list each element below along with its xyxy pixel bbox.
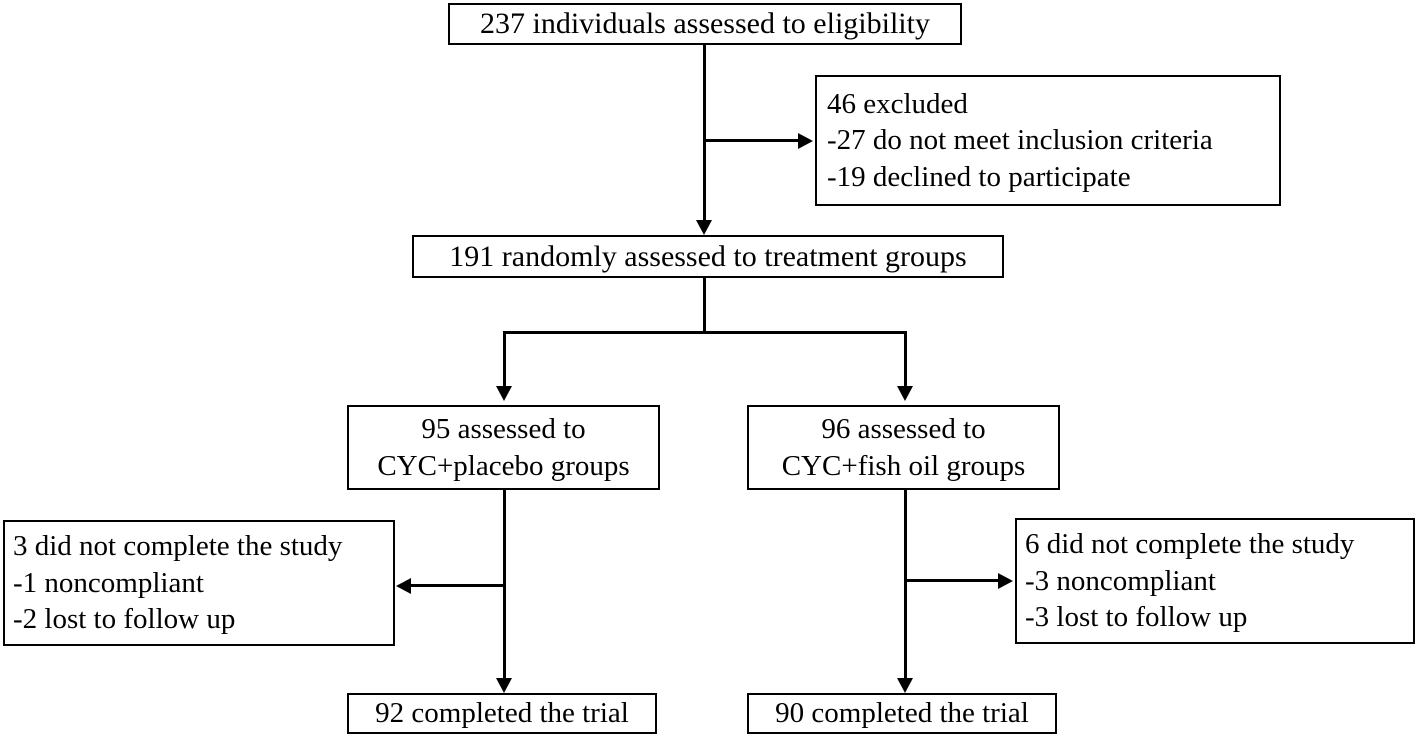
node-dropout-fish-oil-line-2: -3 noncompliant: [1025, 564, 1216, 597]
node-completed-placebo-line-1: 92 completed the trial: [375, 697, 629, 730]
connector-screened-to-randomized: [703, 45, 706, 225]
node-arm-placebo: 95 assessed to CYC+placebo groups: [347, 405, 660, 490]
arrowhead-to-arm-left: [496, 386, 512, 401]
connector-split-bar: [503, 331, 907, 334]
node-dropout-placebo-line-3: -2 lost to follow up: [13, 603, 236, 636]
node-arm-fish-oil-line-1: 96 assessed to: [821, 412, 986, 445]
connector-arm-right-to-dropout: [904, 579, 1000, 582]
node-arm-fish-oil-line-2: CYC+fish oil groups: [781, 449, 1026, 482]
node-dropout-placebo-line-1: 3 did not complete the study: [13, 530, 343, 563]
node-dropout-fish-oil-line-3: -3 lost to follow up: [1025, 601, 1248, 634]
arrowhead-to-randomized: [696, 220, 712, 235]
node-dropout-placebo-line-2: -1 noncompliant: [13, 566, 204, 599]
node-excluded: 46 excluded -27 do not meet inclusion cr…: [815, 75, 1281, 206]
arrowhead-to-dropout-right: [998, 573, 1013, 589]
arrowhead-to-completed-left: [496, 678, 512, 693]
node-excluded-line-3: -19 declined to participate: [827, 160, 1131, 193]
node-dropout-fish-oil: 6 did not complete the study -3 noncompl…: [1015, 518, 1415, 644]
node-arm-placebo-line-2: CYC+placebo groups: [377, 449, 630, 482]
node-randomized-line-1: 191 randomly assessed to treatment group…: [449, 239, 967, 273]
connector-arm-right-to-completed: [904, 490, 907, 688]
arrowhead-to-completed-right: [897, 678, 913, 693]
node-dropout-placebo: 3 did not complete the study -1 noncompl…: [3, 520, 395, 646]
arrowhead-to-arm-right: [897, 386, 913, 401]
node-completed-fish-oil: 90 completed the trial: [747, 693, 1057, 734]
connector-split-to-arm-left: [503, 331, 506, 389]
node-completed-fish-oil-line-1: 90 completed the trial: [775, 697, 1029, 730]
connector-randomized-to-split: [703, 278, 706, 334]
node-dropout-fish-oil-line-1: 6 did not complete the study: [1025, 528, 1355, 561]
node-arm-fish-oil: 96 assessed to CYC+fish oil groups: [747, 405, 1060, 490]
arrowhead-to-excluded: [798, 133, 813, 149]
connector-arm-left-to-dropout: [410, 584, 505, 587]
connector-split-to-arm-right: [904, 331, 907, 389]
node-excluded-line-2: -27 do not meet inclusion criteria: [827, 124, 1213, 157]
node-randomized: 191 randomly assessed to treatment group…: [412, 235, 1004, 278]
node-screened: 237 individuals assessed to eligibility: [448, 3, 962, 45]
node-completed-placebo: 92 completed the trial: [347, 693, 657, 734]
node-arm-placebo-line-1: 95 assessed to: [421, 412, 586, 445]
node-excluded-line-1: 46 excluded: [827, 87, 968, 120]
connector-arm-left-to-completed: [503, 490, 506, 688]
node-screened-line-1: 237 individuals assessed to eligibility: [480, 7, 930, 41]
connector-screened-to-excluded: [703, 139, 800, 142]
arrowhead-to-dropout-left: [396, 578, 411, 594]
